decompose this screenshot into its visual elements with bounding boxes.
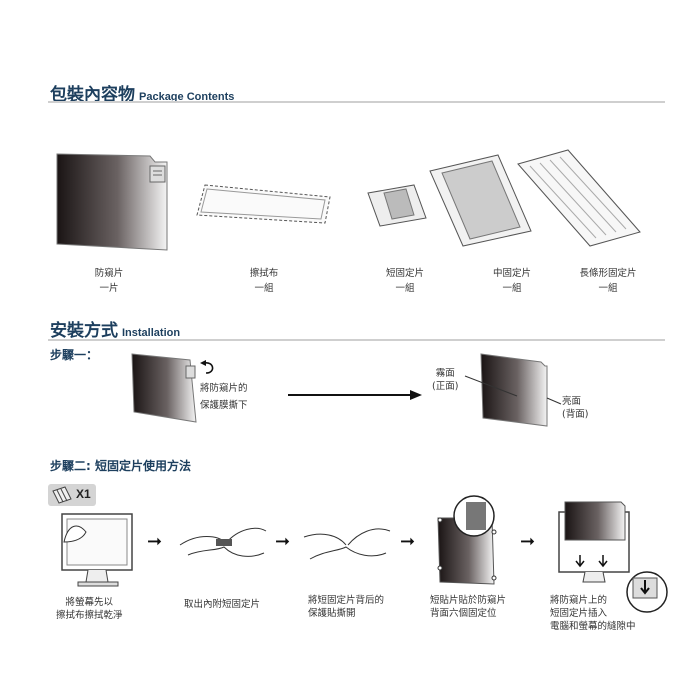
item-privacy-filter: 防窺片一片 bbox=[94, 268, 124, 294]
long-fixing-strip-image bbox=[517, 149, 641, 247]
item-long-strip: 長條形固定片一組 bbox=[579, 268, 637, 294]
matte-side-label: 霧面(正面) bbox=[432, 368, 459, 392]
clean-monitor-image bbox=[61, 513, 133, 587]
item-short-strip: 短固定片一組 bbox=[385, 268, 425, 294]
heading-zh: 包裝內容物 bbox=[50, 85, 135, 105]
strip-icon bbox=[52, 486, 72, 504]
filter-peel-image bbox=[131, 353, 197, 423]
filter-sides-image bbox=[464, 353, 562, 427]
quantity-badge: X1 bbox=[48, 484, 96, 506]
step-arrow-icon: ➞ bbox=[520, 531, 536, 552]
item-medium-strip: 中固定片一組 bbox=[492, 268, 532, 294]
peel-strip-image bbox=[303, 528, 391, 560]
item-cleaning-cloth: 擦拭布一組 bbox=[249, 268, 279, 294]
divider bbox=[48, 339, 665, 341]
long-arrow-icon bbox=[288, 390, 422, 400]
step2-caption-4: 短貼片貼於防窺片背面六個固定位 bbox=[430, 595, 507, 619]
insert-filter-image bbox=[558, 501, 668, 613]
glossy-side-label: 亮面(背面) bbox=[562, 396, 589, 420]
step2-caption-5: 將防窺片上的短固定片插入電腦和螢幕的縫隙中 bbox=[550, 595, 636, 632]
step-arrow-icon: ➞ bbox=[400, 531, 416, 552]
step2-caption-1: 將螢幕先以擦拭布擦拭乾淨 bbox=[56, 597, 123, 621]
step2-title: 步驟二: 短固定片使用方法 bbox=[50, 459, 191, 473]
attach-strip-image bbox=[437, 495, 497, 585]
step-arrow-icon: ➞ bbox=[147, 531, 163, 552]
short-fixing-strip-image bbox=[367, 184, 427, 227]
divider bbox=[48, 101, 665, 103]
peel-caption: 將防窺片的保護膜撕下 bbox=[200, 383, 248, 411]
step2-caption-2: 取出內附短固定片 bbox=[184, 599, 261, 610]
installation-heading: 安裝方式 Installation bbox=[50, 316, 180, 341]
step-arrow-icon: ➞ bbox=[275, 531, 291, 552]
cleaning-cloth-image bbox=[196, 184, 331, 224]
privacy-filter-image bbox=[56, 153, 168, 251]
step2-caption-3: 將短固定片背后的保護貼撕開 bbox=[308, 595, 385, 619]
take-strip-image bbox=[179, 527, 267, 557]
medium-fixing-strip-image bbox=[429, 154, 532, 247]
heading-en: Installation bbox=[122, 327, 181, 339]
step1-title: 步驟一： bbox=[50, 348, 99, 362]
package-contents-heading: 包裝內容物 Package Contents bbox=[50, 80, 234, 105]
heading-en: Package Contents bbox=[139, 91, 235, 103]
badge-count: X1 bbox=[76, 487, 91, 501]
peel-arrow-icon bbox=[200, 360, 214, 374]
heading-zh: 安裝方式 bbox=[50, 321, 118, 341]
